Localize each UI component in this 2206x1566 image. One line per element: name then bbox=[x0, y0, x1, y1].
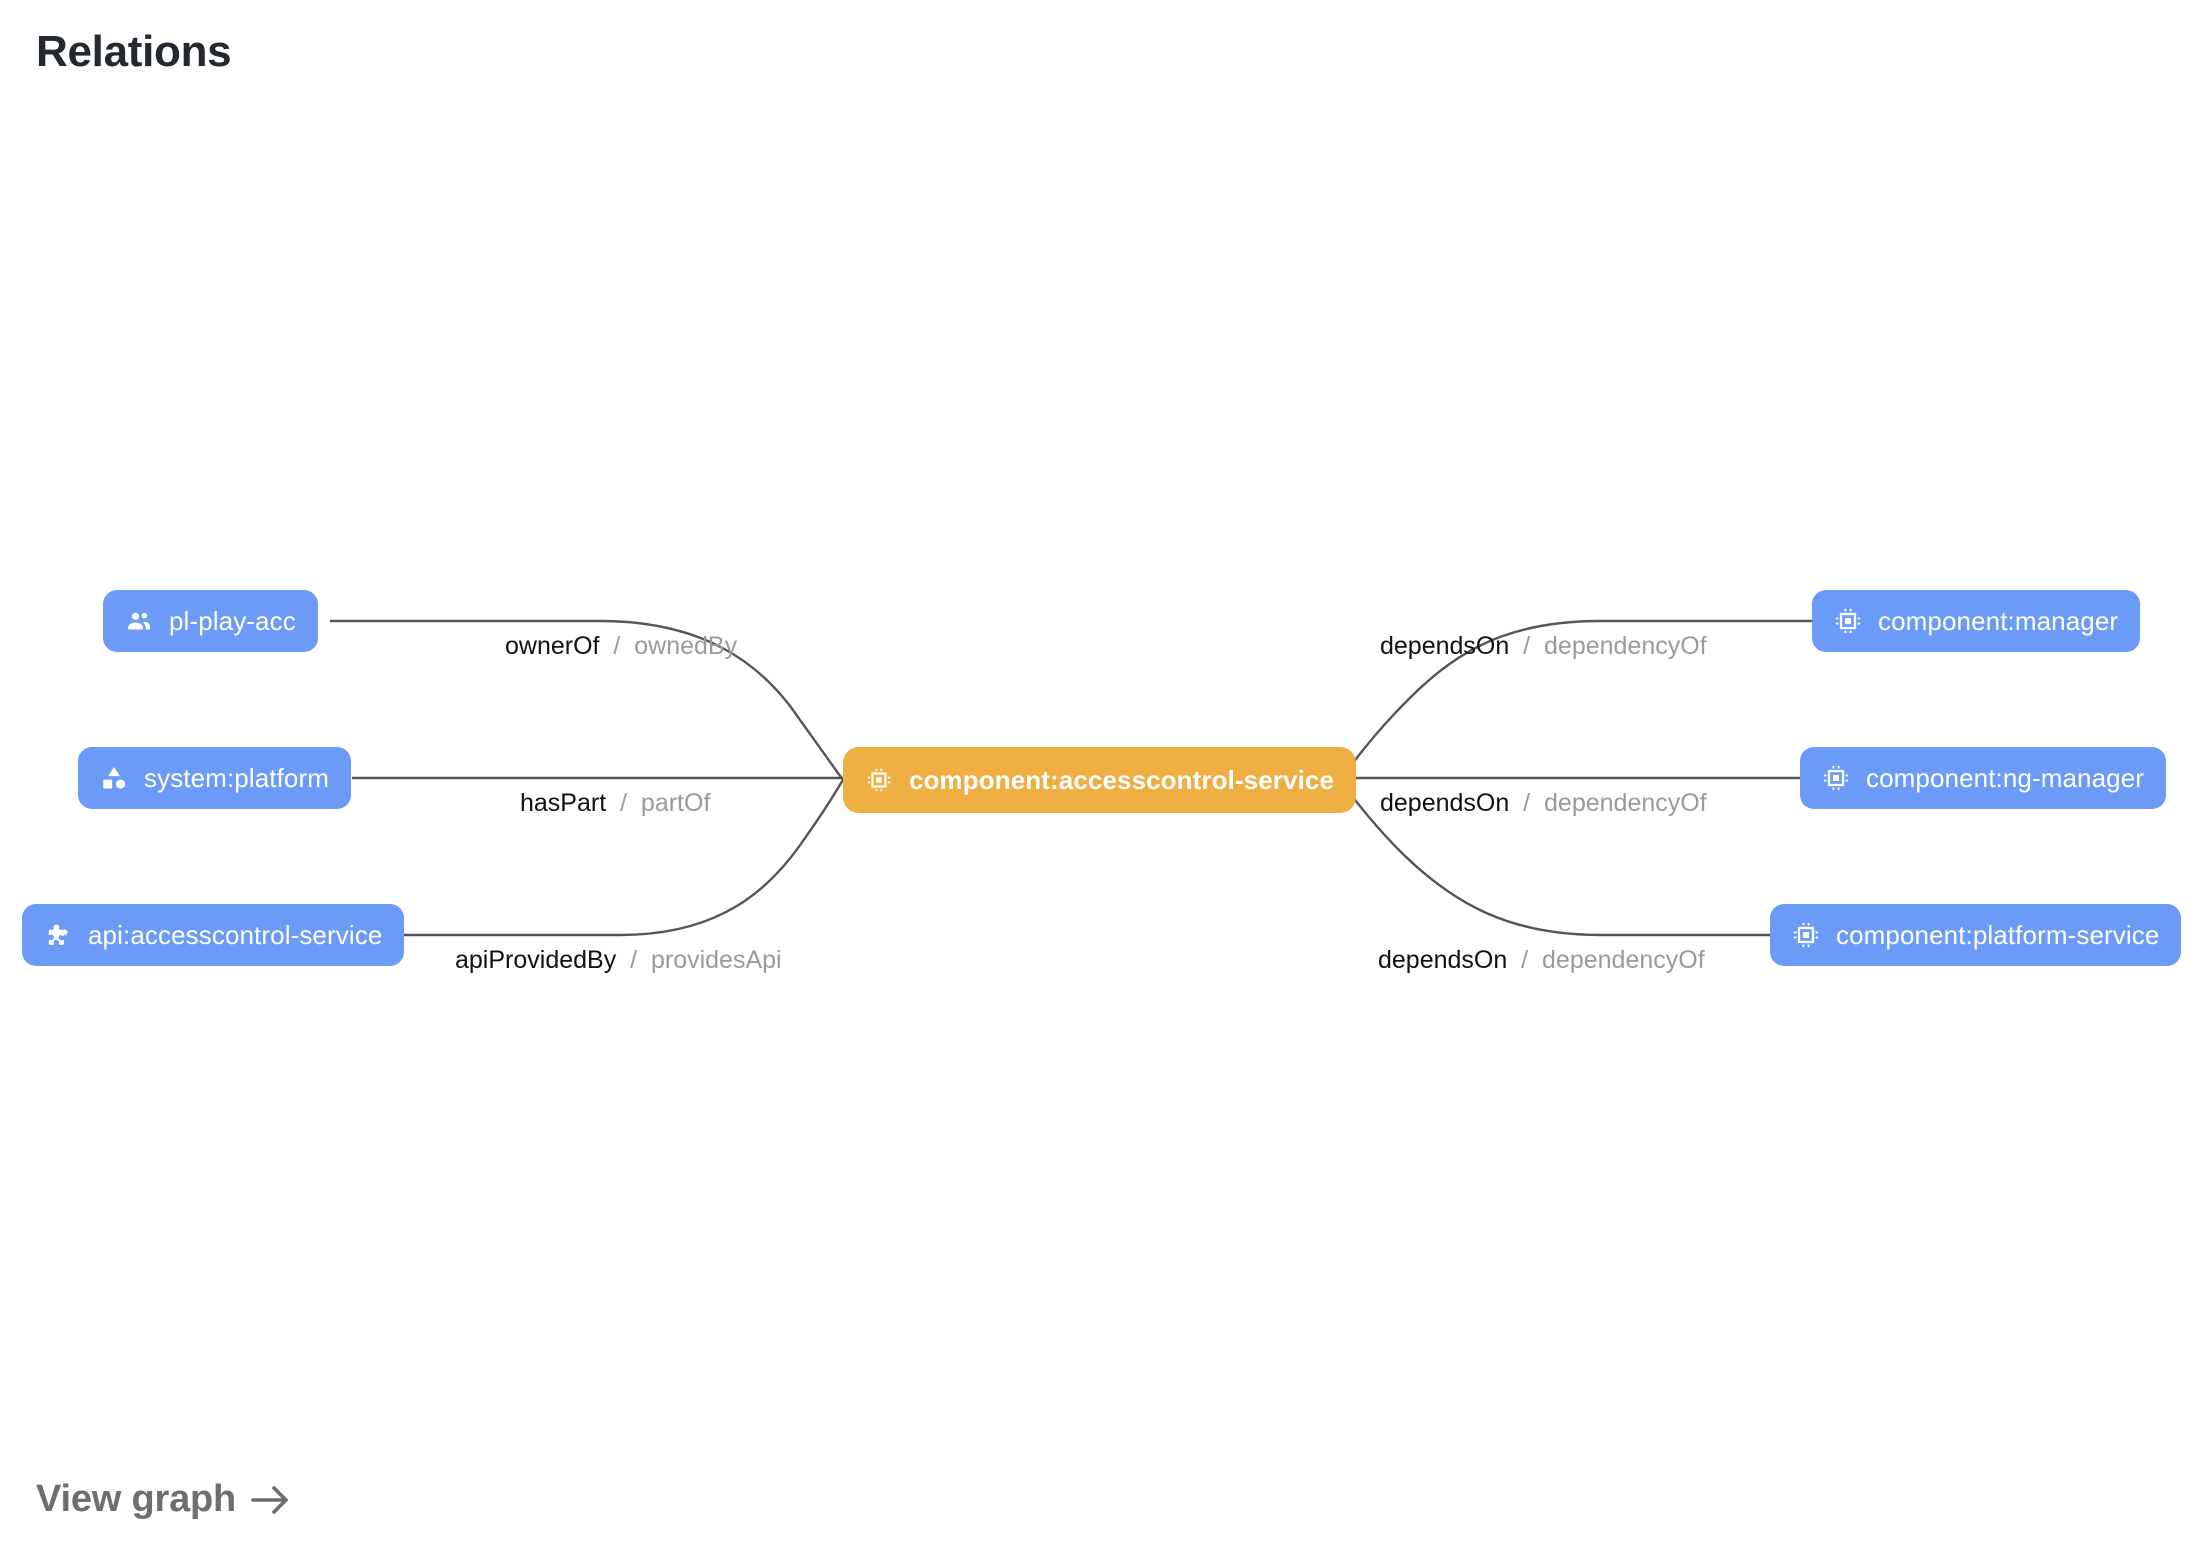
edge-label-forward: apiProvidedBy bbox=[455, 946, 617, 974]
graph-node-component-accesscontrol-service[interactable]: component:accesscontrol-service bbox=[843, 747, 1357, 813]
edge-path-dependsOn-manager bbox=[1339, 619, 1812, 781]
memory-chip-icon bbox=[1822, 764, 1850, 792]
edge-label-hasPart: hasPart / partOf bbox=[520, 791, 710, 816]
memory-chip-icon bbox=[1834, 607, 1862, 635]
edge-label-forward: dependsOn bbox=[1378, 946, 1508, 974]
graph-node-label: component:manager bbox=[1878, 606, 2119, 636]
edge-label-separator: / bbox=[1516, 789, 1538, 817]
edge-label-separator: / bbox=[1516, 632, 1538, 660]
graph-node-label: component:platform-service bbox=[1836, 920, 2160, 950]
edge-path-apiProvidedBy bbox=[404, 779, 844, 937]
edge-label-reverse: dependencyOf bbox=[1544, 632, 1707, 660]
edge-label-forward: hasPart bbox=[520, 789, 607, 817]
edge-label-forward: dependsOn bbox=[1380, 789, 1510, 817]
edge-label-apiProvidedBy: apiProvidedBy / providesApi bbox=[455, 948, 782, 973]
graph-node-component-manager[interactable]: component:manager bbox=[1812, 590, 2141, 652]
edge-label-separator: / bbox=[623, 946, 645, 974]
view-graph-link[interactable]: View graph bbox=[36, 1478, 292, 1521]
category-shapes-icon bbox=[100, 764, 128, 792]
edge-label-ownerOf: ownerOf / ownedBy bbox=[505, 634, 737, 659]
edge-label-separator: / bbox=[613, 789, 634, 817]
edge-path-dependsOn-platform-service bbox=[1339, 779, 1770, 937]
edge-label-dependsOn-ng-manager: dependsOn / dependencyOf bbox=[1380, 791, 1707, 816]
graph-node-label: pl-play-acc bbox=[169, 606, 296, 636]
edge-label-forward: ownerOf bbox=[505, 632, 600, 660]
edge-label-separator: / bbox=[606, 632, 628, 660]
graph-node-label: component:accesscontrol-service bbox=[909, 765, 1335, 795]
edge-label-reverse: providesApi bbox=[650, 946, 782, 974]
graph-node-label: component:ng-manager bbox=[1866, 763, 2145, 793]
page-title: Relations bbox=[36, 27, 232, 76]
edge-label-reverse: partOf bbox=[640, 789, 711, 817]
edge-label-reverse: dependencyOf bbox=[1542, 946, 1705, 974]
graph-node-system-platform[interactable]: system:platform bbox=[78, 747, 351, 809]
group-people-icon bbox=[125, 607, 153, 635]
graph-node-label: api:accesscontrol-service bbox=[88, 920, 383, 950]
edge-label-forward: dependsOn bbox=[1380, 632, 1510, 660]
graph-node-component-ng-manager[interactable]: component:ng-manager bbox=[1800, 747, 2167, 809]
edge-label-reverse: dependencyOf bbox=[1544, 789, 1707, 817]
edge-label-reverse: ownedBy bbox=[634, 632, 738, 660]
edge-label-dependsOn-platform-service: dependsOn / dependencyOf bbox=[1378, 948, 1705, 973]
graph-node-api-accesscontrol-service[interactable]: api:accesscontrol-service bbox=[22, 904, 405, 966]
view-graph-label: View graph bbox=[36, 1478, 237, 1520]
graph-node-component-platform-service[interactable]: component:platform-service bbox=[1770, 904, 2182, 966]
edge-label-separator: / bbox=[1514, 946, 1536, 974]
edge-path-ownerOf bbox=[330, 619, 844, 781]
arrow-right-icon bbox=[250, 1483, 292, 1517]
edge-label-dependsOn-manager: dependsOn / dependencyOf bbox=[1380, 634, 1707, 659]
graph-node-pl-play-acc[interactable]: pl-play-acc bbox=[103, 590, 318, 652]
puzzle-piece-icon bbox=[44, 921, 72, 949]
memory-chip-icon bbox=[1792, 921, 1820, 949]
graph-node-label: system:platform bbox=[144, 763, 329, 793]
memory-chip-icon bbox=[865, 766, 893, 794]
